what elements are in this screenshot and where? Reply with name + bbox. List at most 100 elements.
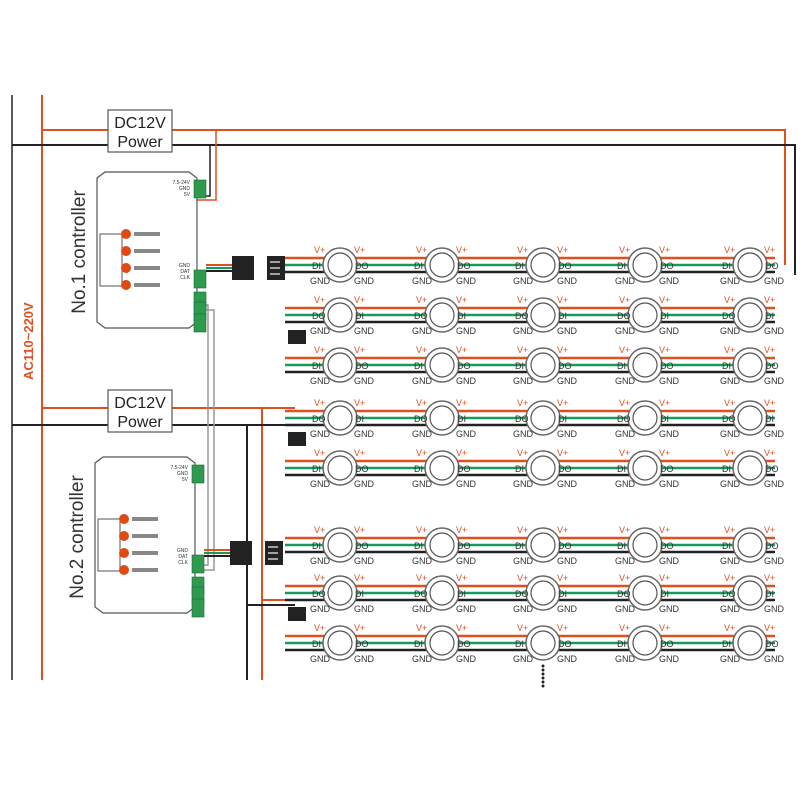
pin-vplus-label: V+ bbox=[314, 623, 325, 633]
pin-data-label: DO bbox=[414, 414, 428, 424]
psu1-vplus-to-ctrl bbox=[196, 130, 217, 201]
pin-gnd-label: GND bbox=[513, 429, 534, 439]
pin-gnd-label: GND bbox=[513, 604, 534, 614]
pin-gnd-label: GND bbox=[354, 376, 375, 386]
pin-data-label: DI bbox=[312, 261, 321, 271]
pin-gnd-label: GND bbox=[557, 276, 578, 286]
led-lens bbox=[737, 405, 763, 431]
pin-data-label: DO bbox=[765, 464, 779, 474]
pin-gnd-label: GND bbox=[615, 326, 636, 336]
terminal-block bbox=[193, 269, 207, 289]
pin-gnd-label: GND bbox=[764, 376, 785, 386]
pin-vplus-label: V+ bbox=[724, 245, 735, 255]
pin-data-label: DO bbox=[765, 261, 779, 271]
pin-vplus-label: V+ bbox=[517, 623, 528, 633]
power-terminal-label: GND bbox=[179, 186, 191, 192]
data-terminal-label: DAT bbox=[180, 269, 190, 275]
pin-vplus-label: V+ bbox=[354, 398, 365, 408]
pin-vplus-label: V+ bbox=[659, 345, 670, 355]
pin-data-label: DO bbox=[558, 261, 572, 271]
pin-vplus-label: V+ bbox=[557, 245, 568, 255]
mains-voltage-label: AC110~220V bbox=[21, 302, 36, 380]
pin-gnd-label: GND bbox=[720, 276, 741, 286]
pin-gnd-label: GND bbox=[764, 276, 785, 286]
pin-gnd-label: GND bbox=[412, 429, 433, 439]
pin-vplus-label: V+ bbox=[724, 345, 735, 355]
pin-data-label: DI bbox=[722, 464, 731, 474]
led-lens bbox=[632, 302, 658, 328]
pin-data-label: DI bbox=[414, 361, 423, 371]
led-lens bbox=[632, 630, 658, 656]
pin-vplus-label: V+ bbox=[314, 245, 325, 255]
pin-gnd-label: GND bbox=[513, 326, 534, 336]
led-lens bbox=[429, 252, 455, 278]
pin-gnd-label: GND bbox=[764, 326, 785, 336]
pin-gnd-label: GND bbox=[615, 429, 636, 439]
pin-vplus-label: V+ bbox=[557, 448, 568, 458]
pin-gnd-label: GND bbox=[456, 654, 477, 664]
data-terminal-label: CLK bbox=[178, 560, 188, 566]
pin-vplus-label: V+ bbox=[659, 448, 670, 458]
led-lens bbox=[327, 352, 353, 378]
pin-data-label: DI bbox=[457, 311, 466, 321]
pin-gnd-label: GND bbox=[615, 556, 636, 566]
pin-vplus-label: V+ bbox=[354, 295, 365, 305]
power-supply-label: Power bbox=[117, 134, 163, 151]
terminal-block bbox=[193, 179, 207, 199]
pin-gnd-label: GND bbox=[456, 479, 477, 489]
pin-gnd-label: GND bbox=[659, 479, 680, 489]
pin-data-label: DI bbox=[515, 361, 524, 371]
pin-vplus-label: V+ bbox=[764, 245, 775, 255]
data-terminal-label: DAT bbox=[178, 554, 188, 560]
pin-data-label: DO bbox=[414, 311, 428, 321]
pin-gnd-label: GND bbox=[720, 556, 741, 566]
pin-gnd-label: GND bbox=[720, 479, 741, 489]
pin-gnd-label: GND bbox=[354, 479, 375, 489]
terminal-block bbox=[191, 554, 205, 574]
pin-data-label: DO bbox=[660, 361, 674, 371]
pin-gnd-label: GND bbox=[354, 654, 375, 664]
pin-data-label: DO bbox=[765, 361, 779, 371]
pin-gnd-label: GND bbox=[659, 376, 680, 386]
pin-gnd-label: GND bbox=[310, 429, 331, 439]
led-lens bbox=[327, 405, 353, 431]
pin-gnd-label: GND bbox=[615, 376, 636, 386]
controller-button bbox=[119, 548, 129, 558]
pin-data-label: DI bbox=[660, 414, 669, 424]
pin-gnd-label: GND bbox=[412, 654, 433, 664]
pin-vplus-label: V+ bbox=[724, 295, 735, 305]
button-caption bbox=[132, 568, 158, 572]
pin-data-label: DO bbox=[558, 361, 572, 371]
pin-data-label: DO bbox=[355, 261, 369, 271]
pin-data-label: DO bbox=[355, 639, 369, 649]
controller-display bbox=[99, 233, 123, 287]
led-lens bbox=[530, 455, 556, 481]
pin-vplus-label: V+ bbox=[659, 245, 670, 255]
pin-data-label: DI bbox=[355, 589, 364, 599]
junction-connector bbox=[288, 432, 306, 446]
led-lens bbox=[327, 252, 353, 278]
pin-gnd-label: GND bbox=[513, 654, 534, 664]
controller-label: No.1 controller bbox=[69, 190, 90, 314]
power-terminal-label: GND bbox=[177, 471, 189, 477]
button-caption bbox=[132, 534, 158, 538]
controller-button bbox=[119, 531, 129, 541]
pin-vplus-label: V+ bbox=[456, 448, 467, 458]
continuation-dot bbox=[541, 680, 545, 684]
terminal-block bbox=[191, 464, 205, 484]
pin-vplus-label: V+ bbox=[619, 448, 630, 458]
pin-data-label: DO bbox=[515, 311, 529, 321]
led-lens bbox=[429, 580, 455, 606]
pin-gnd-label: GND bbox=[412, 604, 433, 614]
pin-vplus-label: V+ bbox=[456, 525, 467, 535]
pin-data-label: DI bbox=[722, 639, 731, 649]
pin-data-label: DO bbox=[355, 541, 369, 551]
pin-data-label: DI bbox=[312, 464, 321, 474]
pin-gnd-label: GND bbox=[456, 376, 477, 386]
pin-gnd-label: GND bbox=[659, 604, 680, 614]
pin-vplus-label: V+ bbox=[517, 525, 528, 535]
pin-vplus-label: V+ bbox=[456, 345, 467, 355]
pin-vplus-label: V+ bbox=[314, 295, 325, 305]
pin-vplus-label: V+ bbox=[557, 345, 568, 355]
